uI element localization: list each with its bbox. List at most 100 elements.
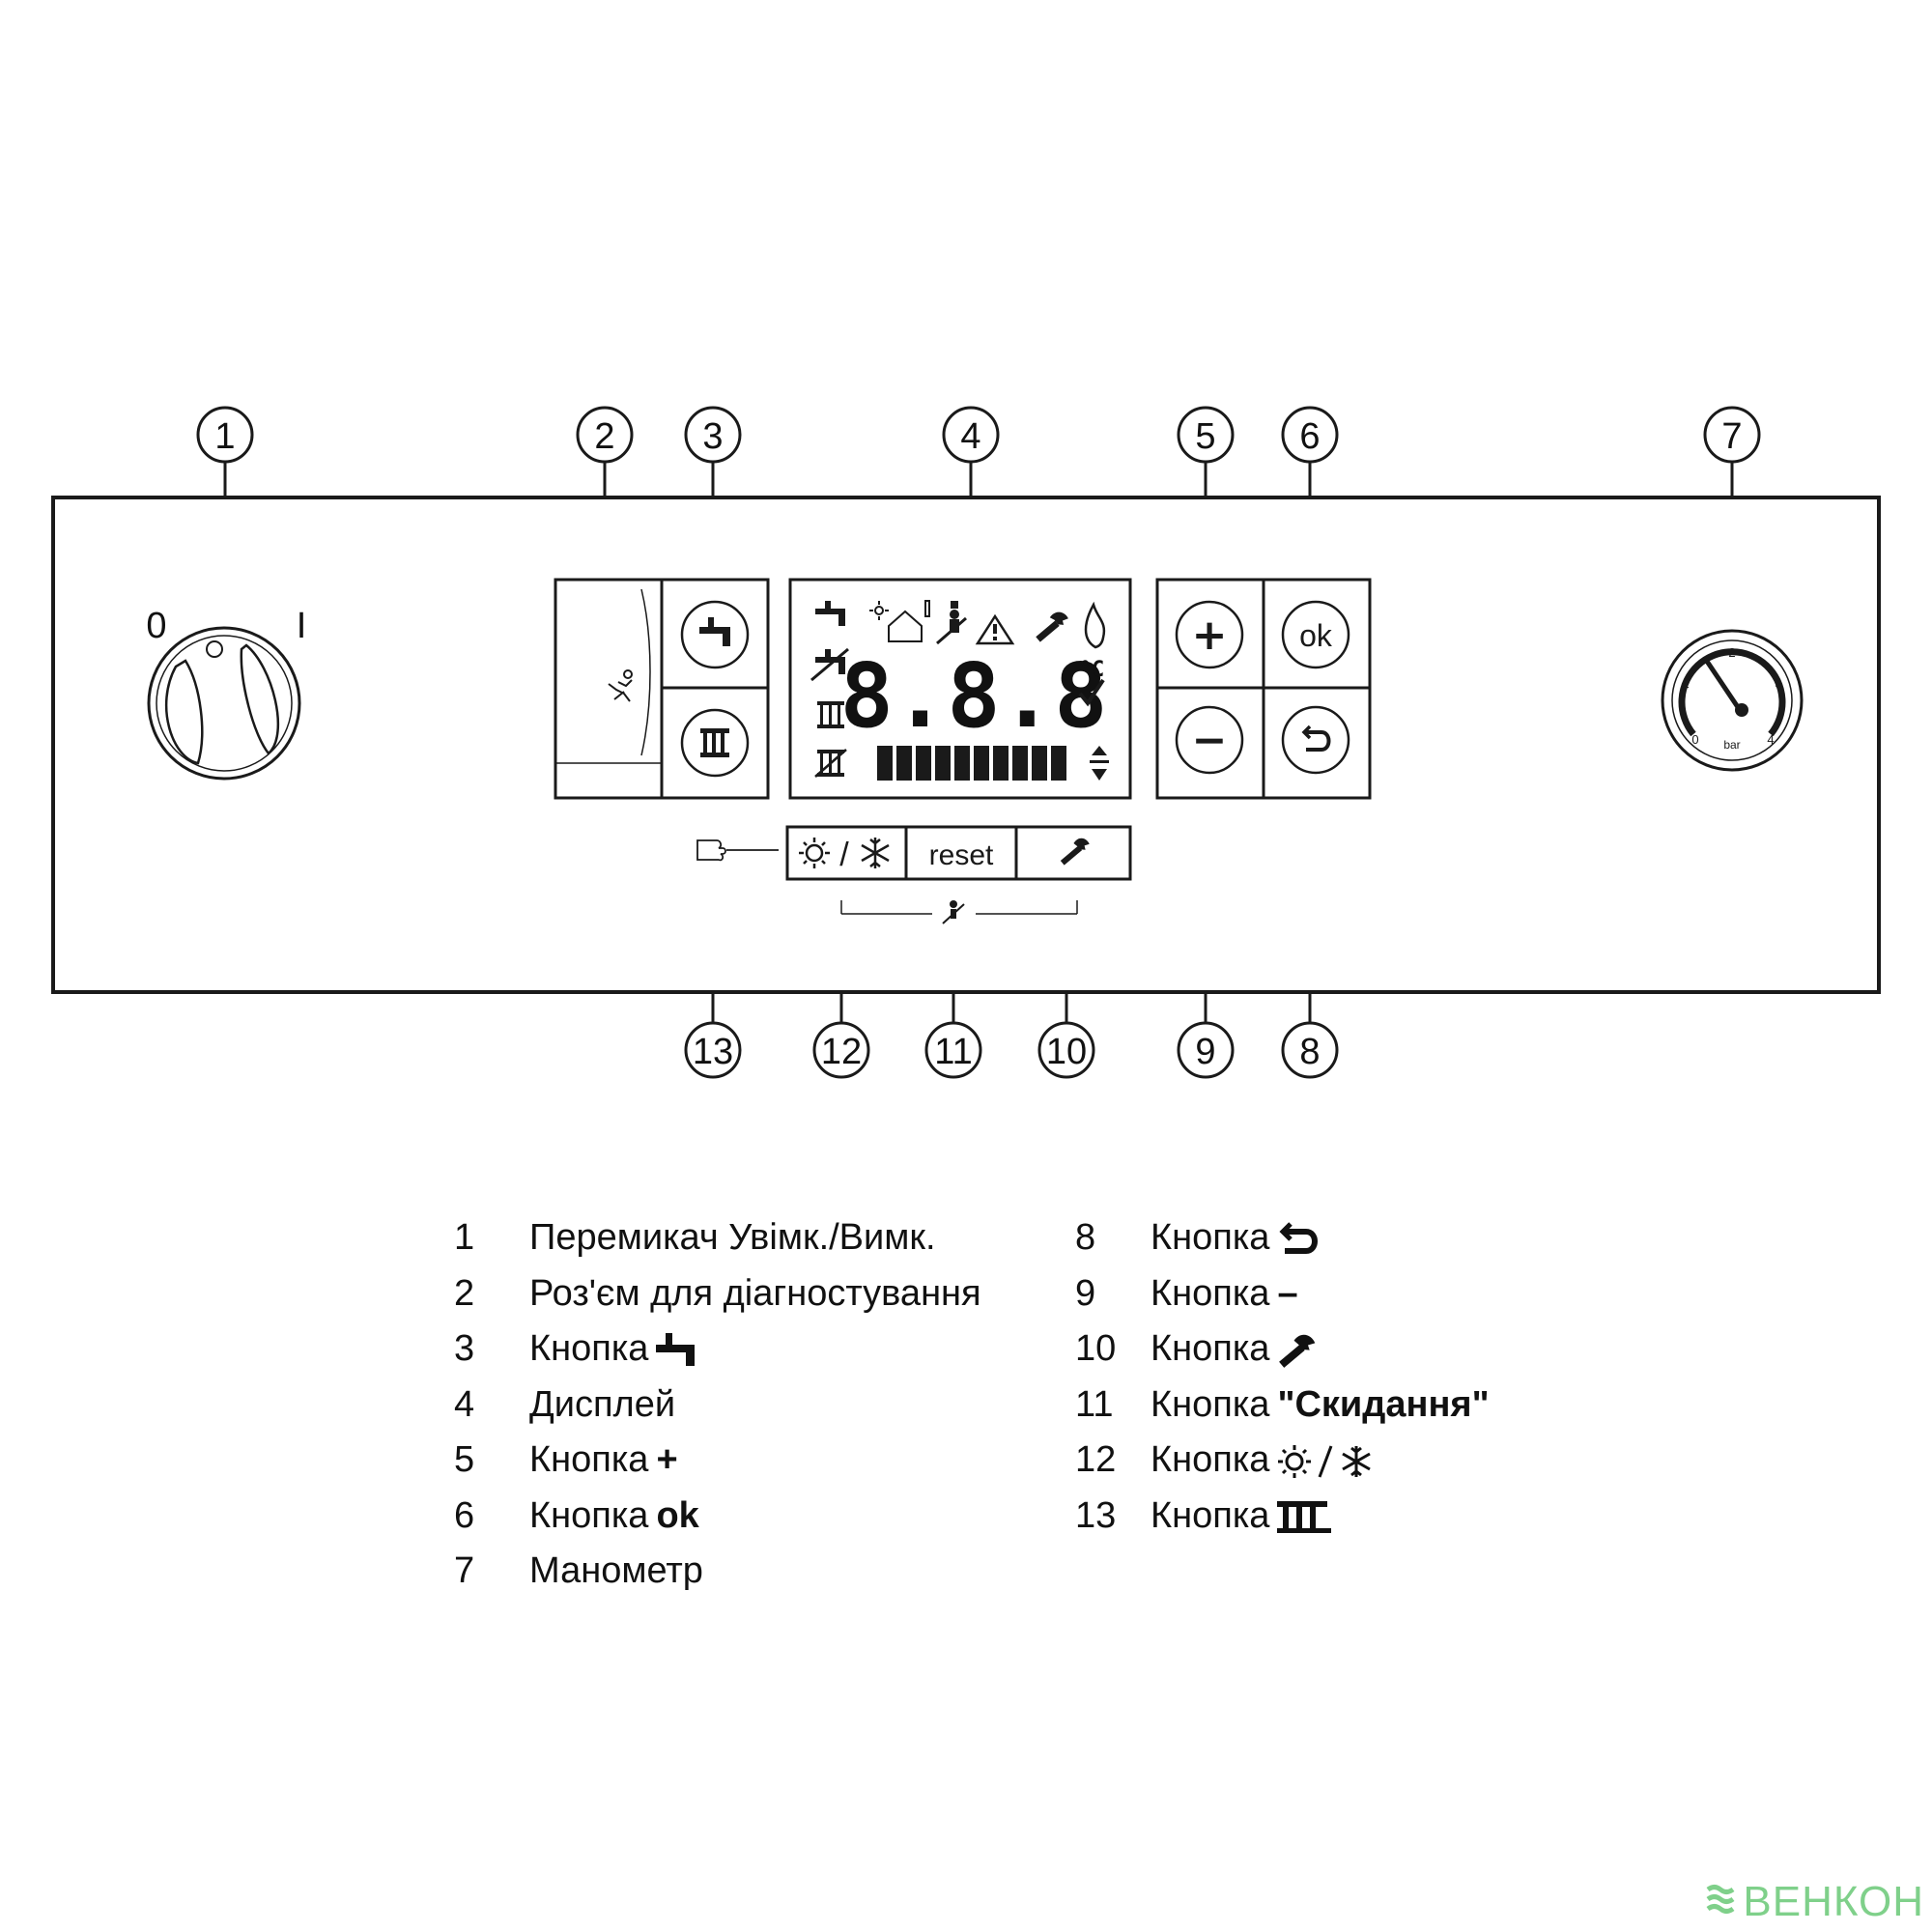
right-button-block: + ok − (1155, 578, 1372, 800)
callout-12: 12 (812, 1021, 870, 1079)
lcd-warning-icon (975, 613, 1015, 645)
back-button[interactable] (1281, 705, 1350, 775)
minus-button[interactable]: − (1175, 705, 1244, 775)
summer-winter-button[interactable]: / (799, 837, 890, 873)
legend-label: Кнопка (1151, 1217, 1270, 1258)
legend-right: 8 Кнопка 9 Кнопка – 10 Кнопка 11 Кнопка … (1075, 1210, 1490, 1544)
watermark: ВЕНКОН (1706, 1878, 1924, 1926)
lcd-unit: °C (1079, 658, 1105, 682)
gauge-needle (1701, 655, 1745, 715)
hot-water-tap-icon (656, 1321, 698, 1378)
svg-text:bar: bar (1723, 738, 1740, 752)
plus-button[interactable]: + (1175, 600, 1244, 669)
on-off-switch[interactable]: 0 I (146, 606, 306, 781)
svg-text:0: 0 (146, 606, 166, 646)
svg-text:4: 4 (960, 416, 980, 457)
legend-number: 2 (454, 1272, 475, 1314)
heating-button[interactable] (680, 708, 750, 778)
svg-text:3: 3 (1775, 676, 1781, 691)
callout-5: 5 (1177, 406, 1235, 464)
svg-text:0: 0 (1691, 732, 1698, 747)
service-buttons: / reset (696, 825, 1132, 924)
watermark-text: ВЕНКОН (1743, 1878, 1924, 1925)
legend-item: 2 Роз'єм для діагностування (454, 1266, 981, 1322)
svg-text:/: / (839, 837, 849, 873)
back-arrow-icon (1277, 1210, 1320, 1266)
legend-label: Кнопка (1151, 1439, 1270, 1480)
wrench-icon (1277, 1321, 1316, 1378)
legend-number: 10 (1075, 1328, 1117, 1369)
legend-label: Кнопка (529, 1494, 649, 1536)
pressure-gauge: 0 1 2 3 4 bar (1661, 629, 1804, 772)
service-wrench-button[interactable] (1057, 835, 1091, 867)
callout-10: 10 (1037, 1021, 1095, 1079)
callout-13: 13 (684, 1021, 742, 1079)
legend-symbol: ok (656, 1494, 699, 1536)
lcd-sun-house-icon (869, 600, 930, 642)
wrench-icon (1060, 838, 1090, 866)
diagnostic-socket-arc (640, 588, 651, 756)
legend-item: 3 Кнопка (454, 1321, 981, 1378)
diagnostic-socket[interactable] (608, 669, 633, 702)
svg-text:1: 1 (1682, 676, 1689, 691)
legend-item: 11 Кнопка "Скидання" (1075, 1378, 1490, 1434)
legend-label: Кнопка (529, 1328, 649, 1369)
back-arrow-icon (1301, 724, 1331, 752)
waves-logo-icon (1706, 1878, 1735, 1926)
legend-number: 8 (1075, 1217, 1096, 1258)
svg-text:+: + (1192, 611, 1228, 660)
sun-snowflake-icon: / (799, 837, 890, 873)
svg-text:reset: reset (929, 839, 994, 871)
svg-text:5: 5 (1195, 416, 1215, 457)
svg-text:1: 1 (214, 416, 235, 457)
legend-label: Кнопка (1151, 1328, 1270, 1369)
legend-number: 6 (454, 1494, 475, 1536)
chimney-sweep-small-icon (942, 900, 965, 924)
legend-number: 4 (454, 1383, 475, 1425)
callout-2: 2 (576, 406, 634, 464)
legend-number: 9 (1075, 1272, 1096, 1314)
radiator-icon (700, 728, 729, 757)
legend-number: 1 (454, 1217, 475, 1258)
callout-9: 9 (1177, 1021, 1235, 1079)
callout-11: 11 (924, 1021, 982, 1079)
ok-button[interactable]: ok (1281, 600, 1350, 669)
legend-number: 5 (454, 1439, 475, 1480)
legend-symbol: + (656, 1439, 678, 1480)
svg-text:4: 4 (1767, 732, 1774, 747)
svg-text:3: 3 (702, 416, 723, 457)
legend-item: 6 Кнопка ok (454, 1489, 981, 1545)
svg-text:2: 2 (594, 416, 614, 457)
svg-text:8: 8 (1299, 1032, 1320, 1072)
legend-number: 3 (454, 1328, 475, 1369)
callout-7: 7 (1703, 406, 1761, 464)
svg-text:−: − (1192, 716, 1228, 765)
lcd-chimney-sweep-icon (936, 601, 967, 645)
svg-text:12: 12 (821, 1032, 862, 1072)
chimney-sweep-icon (608, 669, 633, 702)
callout-markers: 1 2 3 4 5 6 7 8 9 10 11 12 13 (196, 406, 1761, 1079)
reset-button[interactable]: reset (929, 839, 994, 871)
legend-label: Кнопка (529, 1439, 649, 1480)
lcd-hot-water-off-icon (810, 647, 849, 682)
legend-label: Кнопка (1151, 1494, 1270, 1536)
legend-item: 12 Кнопка (1075, 1433, 1490, 1489)
legend-item: 7 Манометр (454, 1544, 981, 1600)
lcd-check-icon (1078, 678, 1105, 707)
legend-item: 10 Кнопка (1075, 1321, 1490, 1378)
callout-3: 3 (684, 406, 742, 464)
left-button-block (554, 578, 770, 800)
svg-text:9: 9 (1195, 1032, 1215, 1072)
callout-1: 1 (196, 406, 254, 464)
svg-text:2: 2 (1728, 645, 1735, 660)
svg-text:10: 10 (1046, 1032, 1087, 1072)
legend-label: Роз'єм для діагностування (529, 1272, 981, 1314)
svg-text:6: 6 (1299, 416, 1320, 457)
radiator-icon (1277, 1489, 1332, 1545)
callout-4: 4 (942, 406, 1000, 464)
callout-8: 8 (1281, 1021, 1339, 1079)
svg-text:7: 7 (1721, 416, 1742, 457)
lcd-flame-icon (1084, 601, 1106, 649)
hot-water-button[interactable] (680, 600, 750, 669)
legend-item: 5 Кнопка + (454, 1433, 981, 1489)
